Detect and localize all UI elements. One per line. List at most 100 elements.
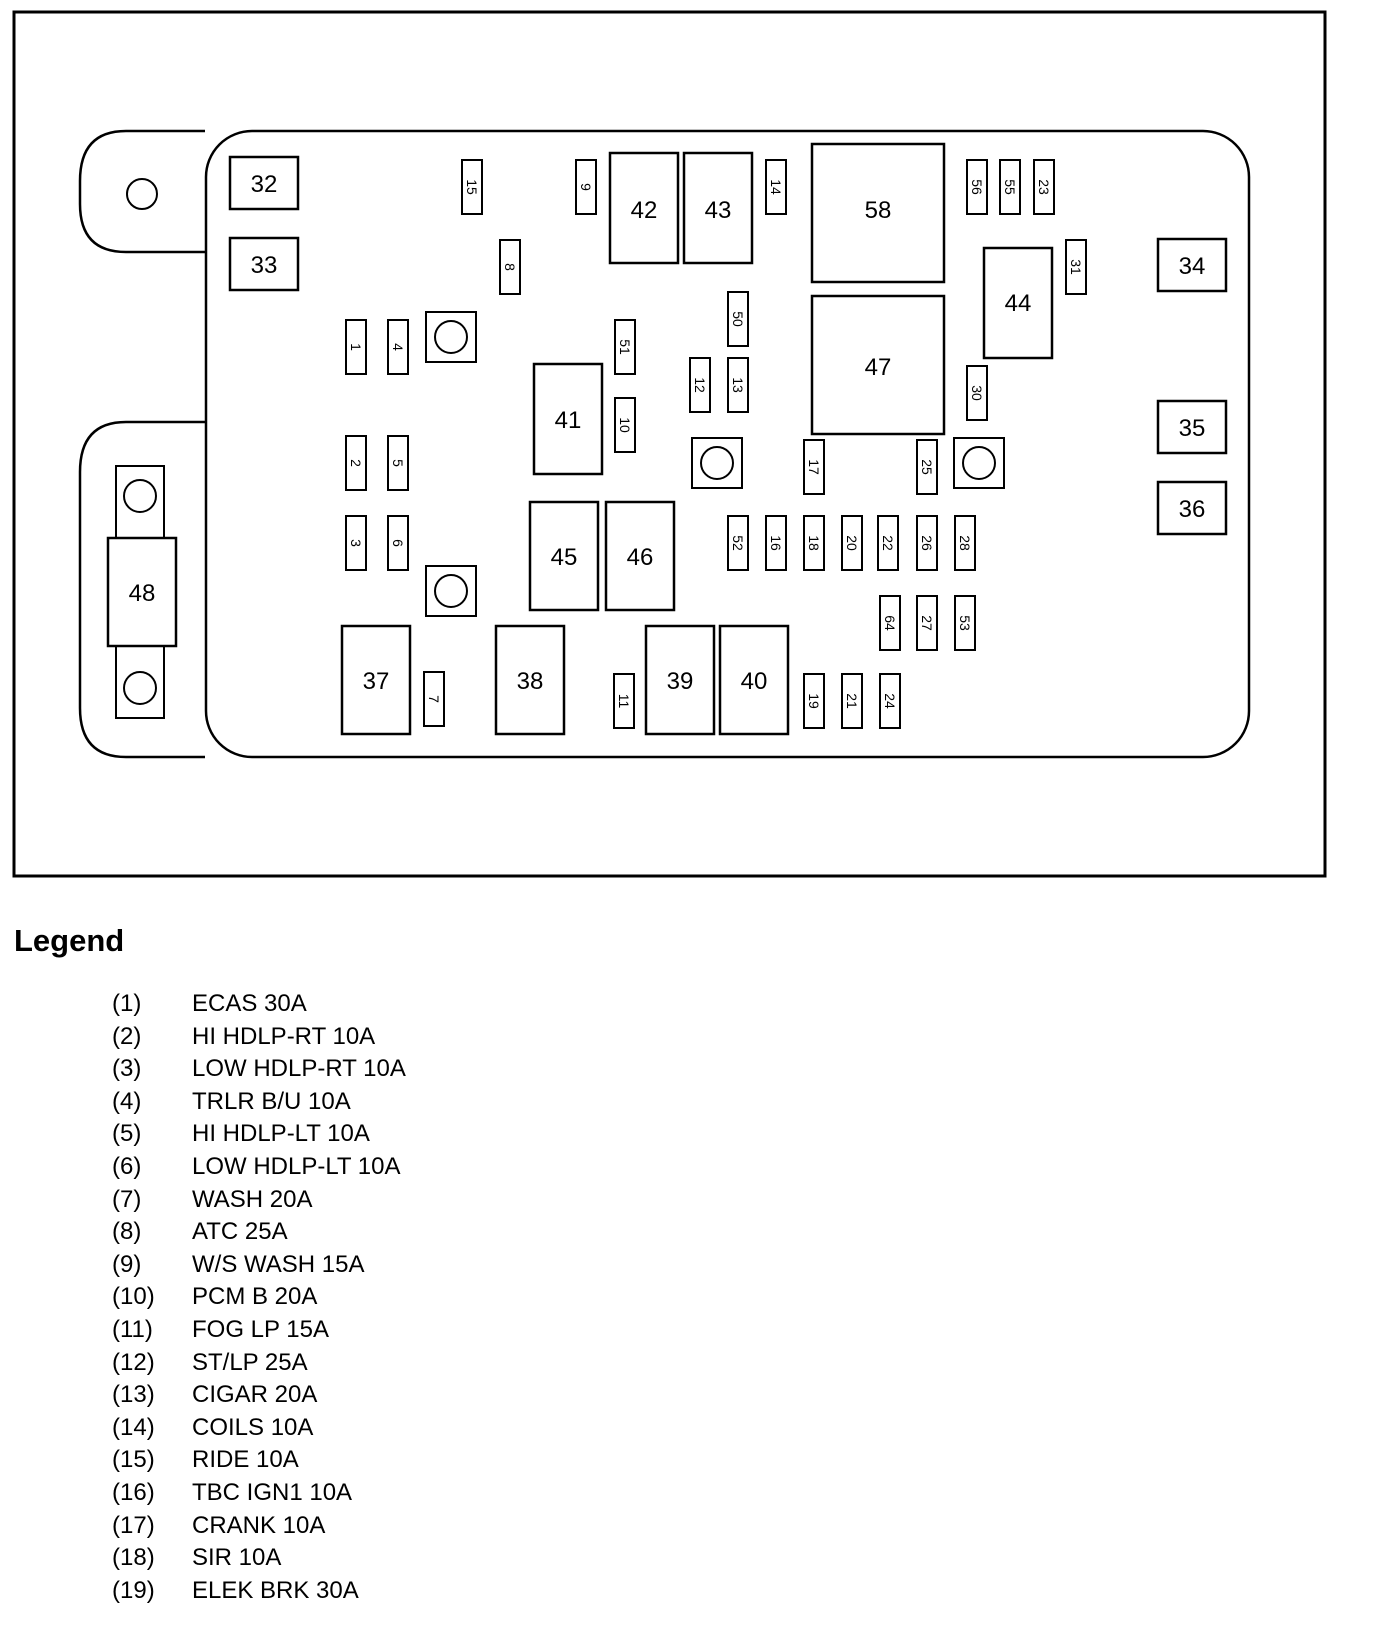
fuse-10: 10 (614, 397, 636, 453)
fuse-55: 55 (999, 159, 1021, 215)
fuse-box-outline (204, 129, 1251, 759)
component-label-58: 58 (865, 197, 892, 224)
fuse-label-10: 10 (617, 417, 633, 433)
component-33: 33 (228, 236, 300, 292)
fuse-56: 56 (966, 159, 988, 215)
component-34: 34 (1156, 237, 1228, 293)
component-41: 41 (532, 362, 604, 476)
fuse-label-4: 4 (390, 343, 406, 351)
fuse-label-12: 12 (692, 377, 708, 393)
legend-item-number: (13) (112, 1381, 155, 1409)
legend-item-description: W/S WASH 15A (192, 1250, 365, 1278)
component-label-36: 36 (1179, 496, 1206, 523)
legend-item-number: (2) (112, 1022, 142, 1050)
fuse-20: 20 (841, 515, 863, 571)
component-36: 36 (1156, 480, 1228, 536)
fuse-label-31: 31 (1068, 259, 1084, 275)
legend-item: (10) PCM B 20A (112, 1281, 406, 1314)
fuse-18: 18 (803, 515, 825, 571)
mounting-hole (126, 178, 158, 210)
fuse-13: 13 (727, 357, 749, 413)
component-label-48: 48 (129, 580, 156, 607)
legend-item-description: LOW HDLP-LT 10A (192, 1152, 401, 1180)
legend-item-description: ECAS 30A (192, 990, 307, 1017)
component-46: 46 (604, 500, 676, 612)
fuse-label-3: 3 (348, 539, 364, 547)
fuse-label-30: 30 (969, 385, 985, 401)
fuse-51: 51 (614, 319, 636, 375)
component-label-45: 45 (551, 544, 578, 571)
legend-item-description: TRLR B/U 10A (192, 1087, 351, 1115)
bottom-mounting-tab (78, 420, 205, 759)
legend-item: (19)ELEK BRK 30A (112, 1575, 406, 1608)
legend-item-number: (9) (112, 1250, 142, 1278)
legend-item: (11) FOG LP 15A (112, 1314, 406, 1347)
legend-item-description: WASH 20A (192, 1185, 313, 1213)
component-label-46: 46 (627, 544, 654, 571)
fuse-2: 2 (345, 435, 367, 491)
legend-item-number: (5) (112, 1120, 142, 1148)
mega-fuse-48: 48 (106, 465, 178, 719)
fuse-15: 15 (461, 159, 483, 215)
fuse-label-9: 9 (578, 183, 594, 191)
component-label-44: 44 (1005, 290, 1032, 317)
legend-item-number: (16) (112, 1478, 155, 1506)
legend-item: (4)TRLR B/U 10A (112, 1086, 406, 1119)
fuse-28: 28 (954, 515, 976, 571)
legend-item-description: FOG LP 15A (192, 1315, 329, 1343)
component-label-35: 35 (1179, 415, 1206, 442)
fuse-label-24: 24 (882, 693, 898, 709)
fuse-14: 14 (765, 159, 787, 215)
legend-item-description: CRANK 10A (192, 1511, 326, 1539)
fuse-label-5: 5 (390, 459, 406, 467)
fuse-label-22: 22 (880, 535, 896, 551)
legend-item: (13)CIGAR 20A (112, 1379, 406, 1412)
fuse-27: 27 (916, 595, 938, 651)
legend-item: (1)ECAS 30A (112, 988, 406, 1021)
legend-item-description: COILS 10A (192, 1413, 314, 1441)
legend-item-number: (17) (112, 1511, 155, 1539)
fuse-9: 9 (575, 159, 597, 215)
fuse-8: 8 (499, 239, 521, 295)
component-label-37: 37 (363, 668, 390, 695)
component-label-47: 47 (865, 354, 892, 381)
legend-item-number: (11) (112, 1315, 153, 1343)
legend-item-description: ATC 25A (192, 1218, 288, 1246)
legend-item-number: (6) (112, 1152, 142, 1180)
legend-item: (7)WASH 20A (112, 1184, 406, 1217)
fuse-label-1: 1 (348, 343, 364, 351)
fuse-3: 3 (345, 515, 367, 571)
fuse-label-18: 18 (806, 535, 822, 551)
bolt-terminal (691, 437, 743, 489)
legend-item-number: (18) (112, 1544, 155, 1572)
legend-item: (17) CRANK 10A (112, 1510, 406, 1543)
legend-item: (8) ATC 25A (112, 1216, 406, 1249)
fuse-label-56: 56 (969, 179, 985, 195)
bolt-terminal (953, 437, 1005, 489)
legend-item-description: RIDE 10A (192, 1446, 299, 1474)
fuse-7: 7 (423, 671, 445, 727)
fuse-label-8: 8 (502, 263, 518, 271)
diagram-frame (12, 10, 1327, 878)
legend-item-number: (10) (112, 1283, 155, 1311)
legend-item-number: (8) (112, 1218, 142, 1246)
fuse-label-50: 50 (730, 311, 746, 327)
fuse-label-11: 11 (616, 694, 632, 709)
fuse-label-64: 64 (882, 615, 898, 631)
fuse-6: 6 (387, 515, 409, 571)
legend-item-description: PCM B 20A (192, 1283, 318, 1311)
fuse-23: 23 (1033, 159, 1055, 215)
legend-item-number: (12) (112, 1348, 155, 1376)
legend-item: (2)HI HDLP-RT 10A (112, 1021, 406, 1054)
fuse-11: 11 (613, 673, 635, 729)
component-44: 44 (982, 246, 1054, 360)
fuse-1: 1 (345, 319, 367, 375)
legend-item-number: (14) (112, 1413, 155, 1441)
component-47: 47 (810, 294, 946, 436)
fuse-label-7: 7 (426, 695, 442, 703)
fuse-label-51: 51 (617, 339, 633, 355)
fuse-50: 50 (727, 291, 749, 347)
legend-item: (9) W/S WASH 15A (112, 1249, 406, 1282)
legend-item-description: ST/LP 25A (192, 1348, 308, 1376)
